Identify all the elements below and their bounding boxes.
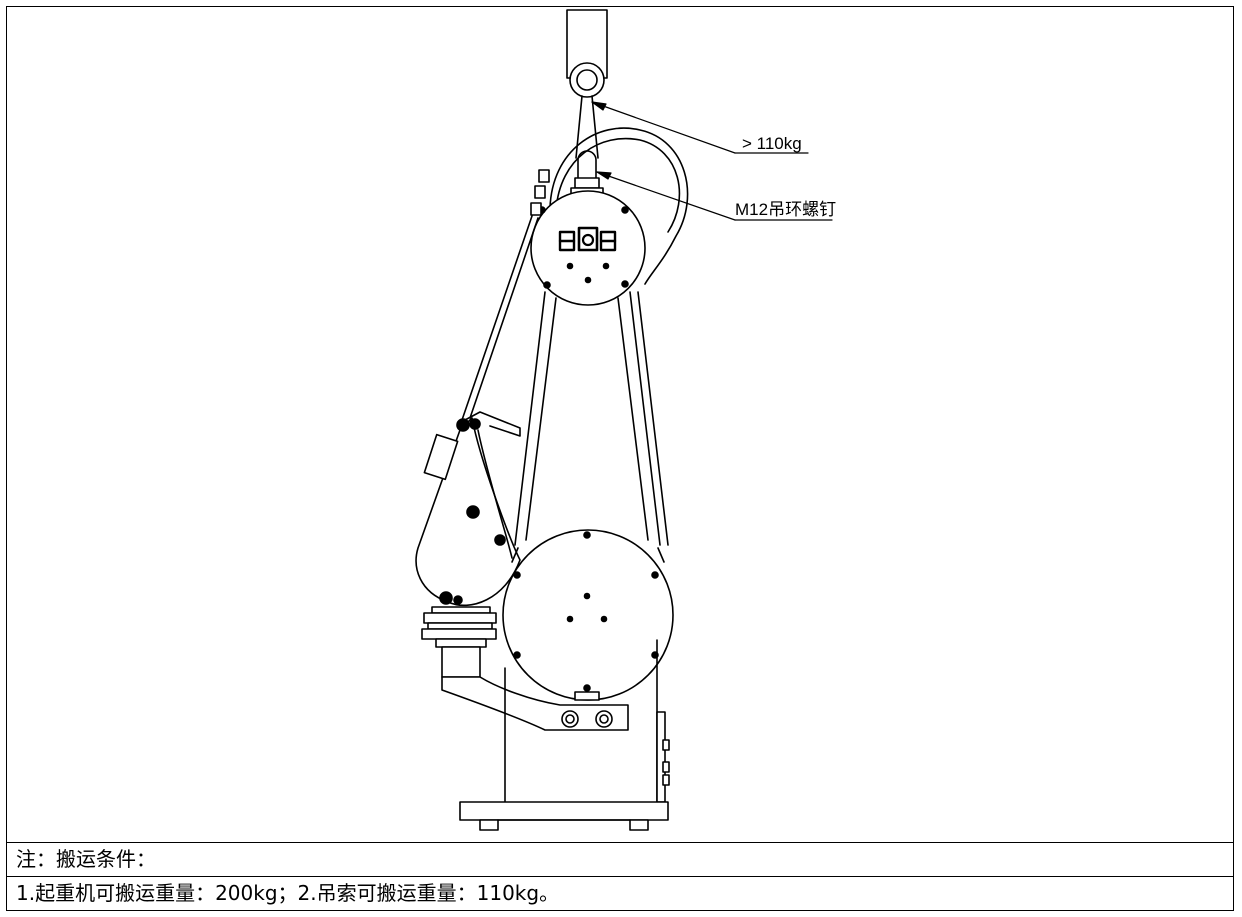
eyebolt-callout-label: M12吊环螺钉 <box>735 200 836 219</box>
note-title: 注：搬运条件： <box>16 847 156 871</box>
sling-ropes <box>575 95 599 159</box>
robot-base <box>459 639 670 831</box>
upper-arm <box>514 291 669 546</box>
forearm-housing <box>415 411 521 607</box>
crane-hook <box>566 9 608 98</box>
load-callout-label: > 110kg <box>742 134 802 153</box>
callout-leaders <box>591 101 833 221</box>
upper-joint <box>530 190 646 306</box>
cable-fittings <box>530 169 550 216</box>
lower-bracket <box>441 676 629 731</box>
note-body: 1.起重机可搬运重量：200kg；2.吊索可搬运重量：110kg。 <box>16 881 560 905</box>
lower-joint <box>502 529 674 701</box>
wrist-flange <box>421 606 497 678</box>
note-divider-top <box>6 842 1234 843</box>
drawing-frame <box>6 6 1234 911</box>
note-divider-middle <box>6 876 1234 877</box>
cable-loop <box>549 127 689 285</box>
